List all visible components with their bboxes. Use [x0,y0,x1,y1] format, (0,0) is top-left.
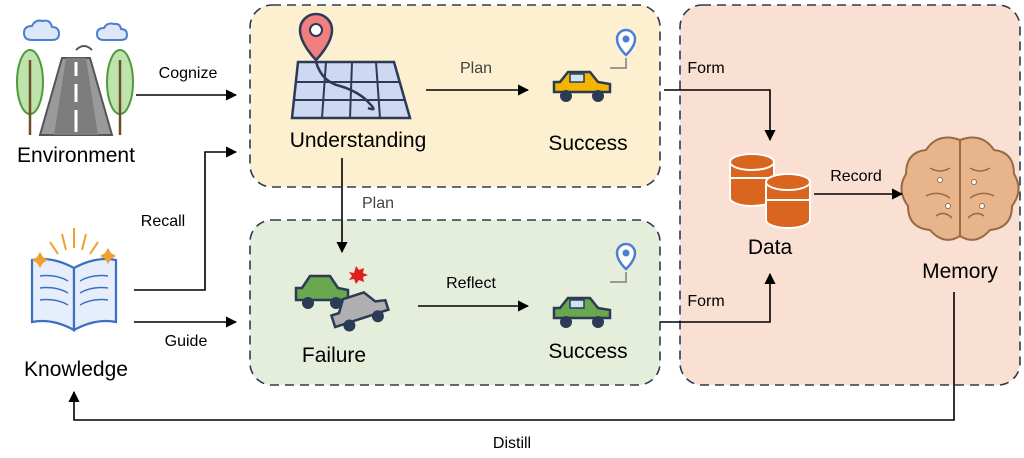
label-memory: Memory [922,260,998,283]
car-success-bottom-icon [552,242,637,328]
edge-label-form-top: Form [687,60,724,77]
understanding-panel [249,4,661,188]
edge-form-bottom [660,272,776,323]
car-crash-icon [294,266,390,332]
edge-label-record: Record [830,168,882,185]
edge-label-reflect: Reflect [446,275,496,292]
edge-distill [68,292,955,421]
edge-label-cognize: Cognize [159,65,218,82]
edge-label-plan-down: Plan [362,195,394,212]
car-success-top-icon [552,28,637,102]
edge-label-recall: Recall [141,213,185,230]
label-success-bottom: Success [548,340,627,363]
label-data: Data [748,236,793,259]
label-success-top: Success [548,132,627,155]
label-knowledge: Knowledge [24,358,128,381]
failure-panel [249,219,661,386]
memory-panel [679,4,1021,386]
edge-label-distill: Distill [493,435,531,452]
database-icon [729,153,811,229]
label-environment: Environment [17,144,135,167]
book-icon [30,228,118,332]
edge-form-top [664,89,776,142]
edge-recall [134,146,238,291]
label-understanding: Understanding [290,129,427,152]
brain-icon [900,136,1020,241]
map-icon [290,12,412,120]
label-failure: Failure [302,344,366,367]
environment-icon [16,19,134,136]
edge-label-form-bottom: Form [687,293,724,310]
edge-label-guide: Guide [165,333,208,350]
edge-label-plan-top: Plan [460,60,492,77]
